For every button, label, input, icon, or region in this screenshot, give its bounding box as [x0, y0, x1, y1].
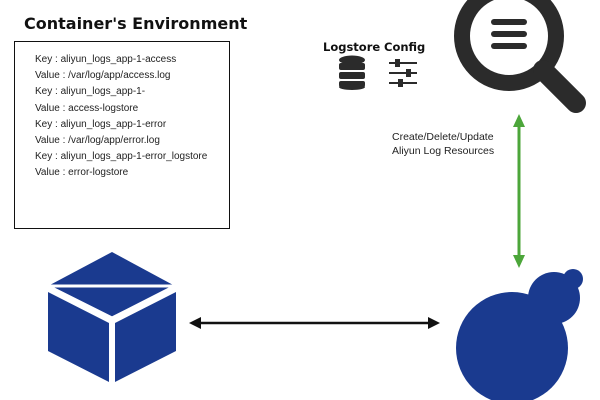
- arrow-note: Create/Delete/Update Aliyun Log Resource…: [392, 130, 494, 158]
- config-label: Config: [384, 40, 426, 54]
- env-line: Key : aliyun_logs_app-1-error_logstore: [35, 151, 208, 163]
- env-line: Value : /var/log/app/access.log: [35, 70, 171, 82]
- env-line: Key : aliyun_logs_app-1-access: [35, 54, 177, 65]
- env-line: Key : aliyun_logs_app-1-error: [35, 118, 167, 130]
- env-line: Key : aliyun_logs_app-1-: [35, 86, 146, 98]
- arrow-note-line: Create/Delete/Update: [392, 131, 494, 143]
- env-list: Key : aliyun_logs_app-1-access Value : /…: [35, 52, 207, 182]
- arrow-note-line: Aliyun Log Resources: [392, 145, 495, 157]
- env-line: Value : /var/log/app/error.log: [35, 135, 160, 147]
- logstore-label: Logstore: [323, 40, 381, 54]
- env-line: Value : error-logstore: [35, 167, 129, 179]
- env-box: Key : aliyun_logs_app-1-access Value : /…: [14, 41, 230, 229]
- env-line: Value : access-logstore: [35, 102, 139, 114]
- env-title: Container's Environment: [24, 14, 248, 33]
